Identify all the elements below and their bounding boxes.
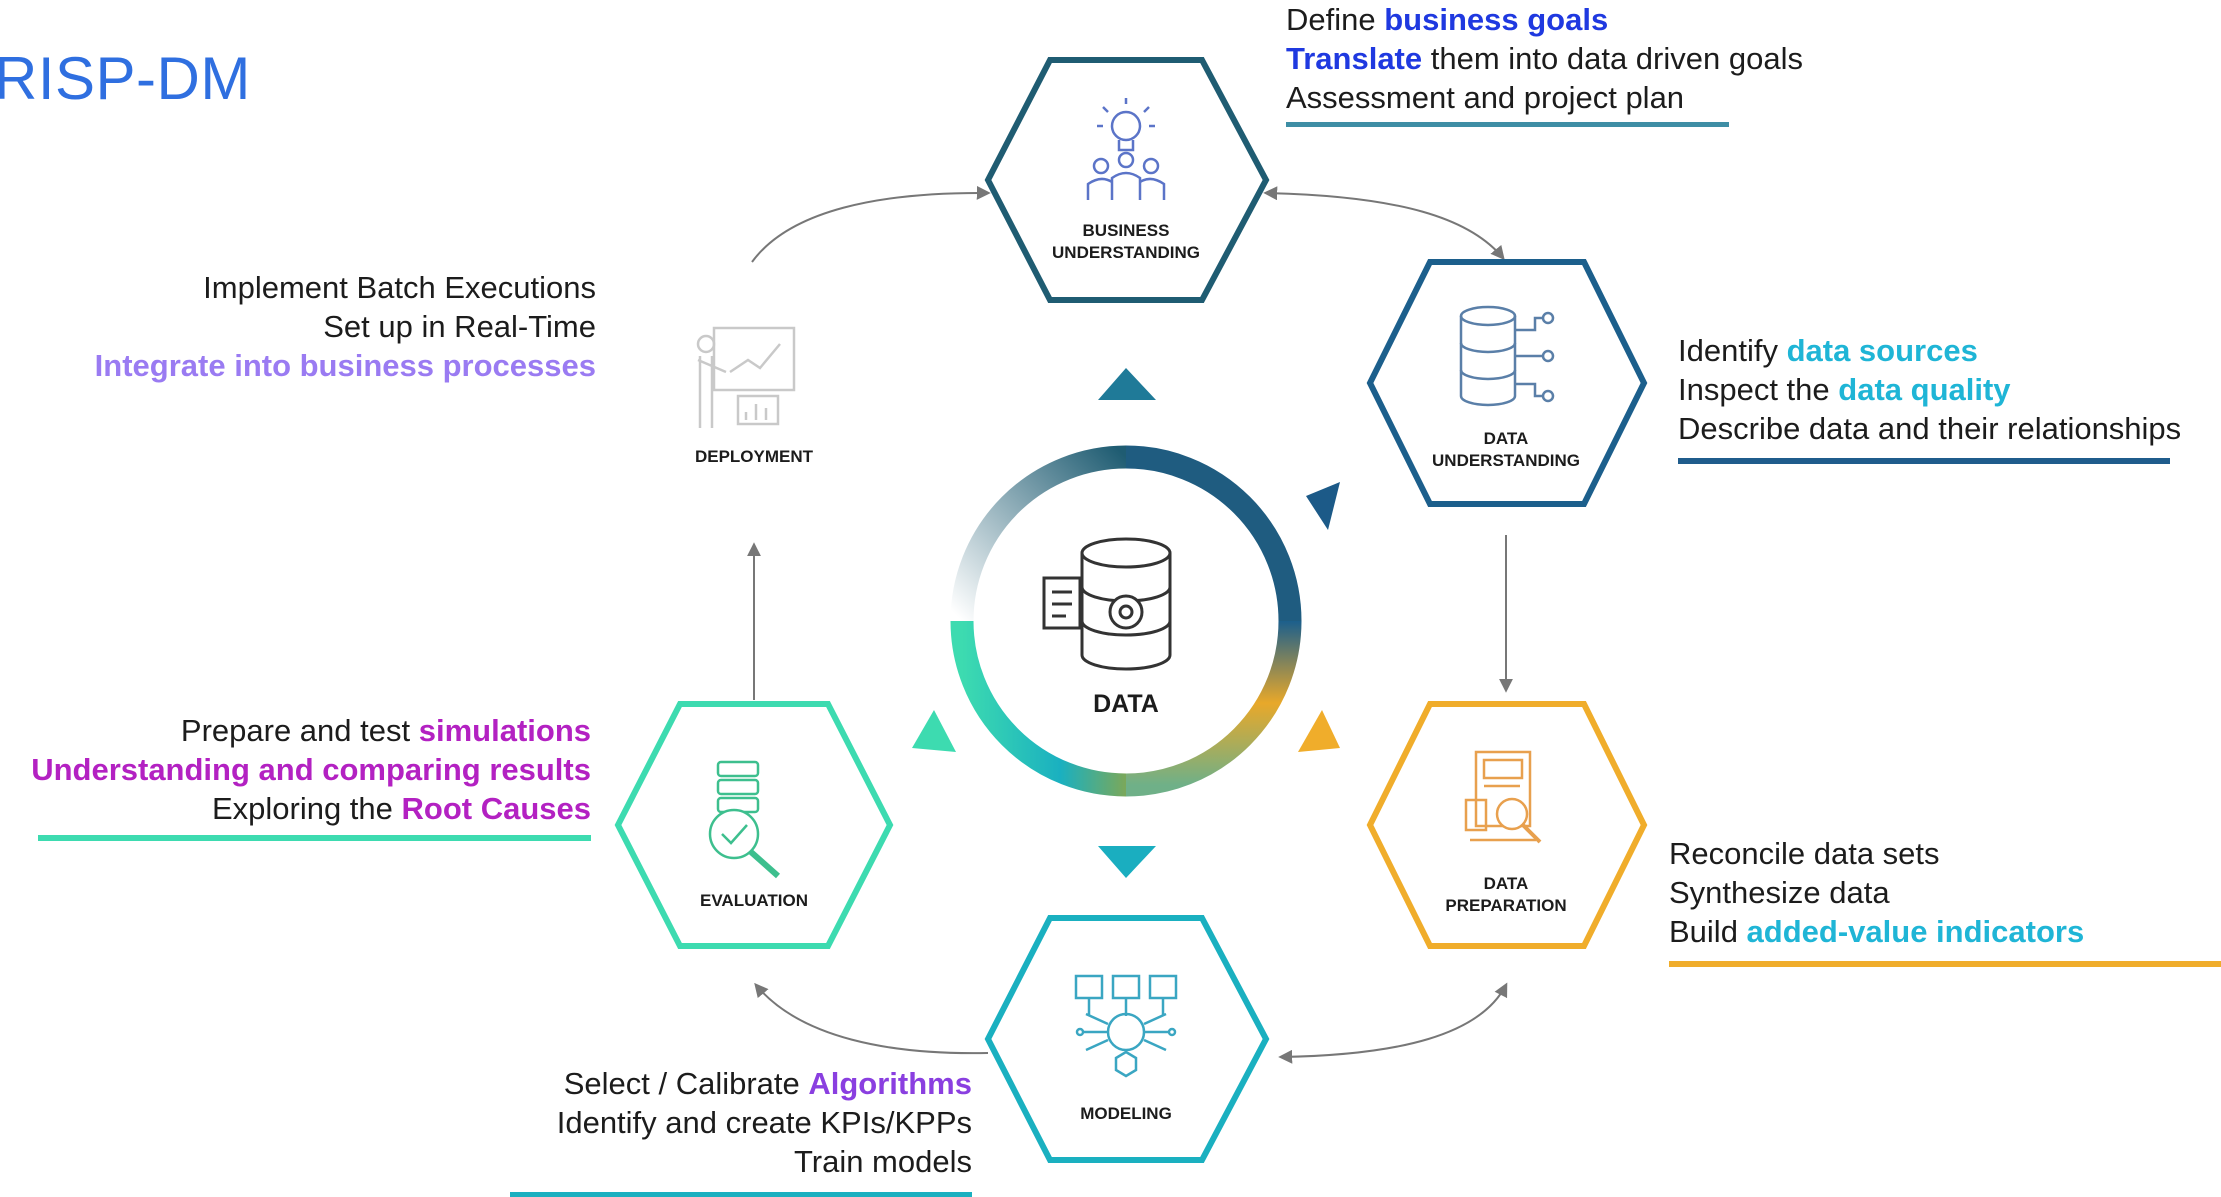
text-line: Describe data and their relationships <box>1678 411 2182 446</box>
phase-data-understanding: DATA UNDERSTANDING <box>1366 259 1648 507</box>
underline-preparation <box>1669 961 2221 967</box>
deployment-description: Implement Batch Executions Set up in Rea… <box>95 268 596 385</box>
triangle-down <box>1098 846 1156 878</box>
text-fragment: Inspect the <box>1678 372 1839 407</box>
highlight-added-value-indicators: added-value indicators <box>1746 914 2085 949</box>
database-gear-icon <box>1042 537 1172 671</box>
page-title: RISP-DM <box>0 45 251 112</box>
team-lightbulb-icon <box>1086 98 1166 200</box>
phase-business-understanding: BUSINESS UNDERSTANDING <box>984 57 1270 303</box>
modeling-description: Select / Calibrate Algorithms Identify a… <box>557 1064 972 1181</box>
underline-modeling <box>510 1192 972 1197</box>
phase-label-line1: DEPLOYMENT <box>695 447 814 466</box>
phase-label-line2: UNDERSTANDING <box>1052 243 1200 262</box>
underline-data-understanding <box>1678 458 2170 464</box>
text-fragment: Define <box>1286 2 1385 37</box>
center-label: DATA <box>1093 690 1159 718</box>
text-line: Synthesize data <box>1669 875 1890 910</box>
text-line: Train models <box>793 1144 972 1179</box>
underline-business <box>1286 122 1729 127</box>
data-understanding-description: Identify data sources Inspect the data q… <box>1678 331 2181 448</box>
text-line: Implement Batch Executions <box>203 270 596 305</box>
arrow-business-data-understanding <box>1263 186 1505 261</box>
direction-triangles <box>912 368 1340 878</box>
business-description: Define business goals Translate them int… <box>1286 0 1803 117</box>
phase-modeling: MODELING <box>984 915 1270 1163</box>
phase-deployment: DEPLOYMENT <box>695 326 814 466</box>
data-ring: DATA <box>950 445 1302 797</box>
text-fragment: Exploring the <box>211 791 402 826</box>
text-underlines <box>38 122 2221 1197</box>
text-fragment: Identify <box>1678 333 1787 368</box>
triangle-top-right <box>1306 482 1340 530</box>
phase-label-line1: MODELING <box>1080 1104 1172 1123</box>
phase-label-line2: PREPARATION <box>1445 896 1566 915</box>
triangle-bottom-right <box>1298 710 1340 752</box>
highlight-algorithms: Algorithms <box>808 1066 972 1101</box>
triangle-bottom-left <box>912 710 956 752</box>
phase-label-line1: DATA <box>1484 874 1529 893</box>
arrow-deployment-to-business <box>751 185 991 263</box>
neural-network-icon <box>1074 974 1178 1078</box>
highlight-business-goals: business goals <box>1384 2 1609 37</box>
text-fragment: them into data driven goals <box>1422 41 1803 76</box>
evaluation-description: Prepare and test simulations Understandi… <box>31 711 591 828</box>
text-fragment: Prepare and test <box>180 713 419 748</box>
triangle-up <box>1098 368 1156 400</box>
underline-evaluation <box>38 835 591 841</box>
text-fragment: Build <box>1669 914 1747 949</box>
phase-data-preparation: DATA PREPARATION <box>1366 701 1648 949</box>
highlight-understanding-comparing: Understanding and comparing results <box>31 752 591 787</box>
highlight-data-quality: data quality <box>1838 372 2011 407</box>
text-line: Reconcile data sets <box>1669 836 1940 871</box>
highlight-translate: Translate <box>1286 41 1423 76</box>
text-line: Set up in Real-Time <box>323 309 596 344</box>
arrow-modeling-to-evaluation <box>754 982 989 1055</box>
phase-label-line1: DATA <box>1484 429 1529 448</box>
text-line: Identify and create KPIs/KPPs <box>556 1105 972 1140</box>
phase-label-line1: BUSINESS <box>1083 221 1170 240</box>
text-line: Assessment and project plan <box>1286 80 1685 115</box>
presentation-chart-icon <box>696 326 796 428</box>
server-search-icon <box>708 760 780 879</box>
phase-evaluation: EVALUATION <box>614 701 894 949</box>
highlight-data-sources: data sources <box>1786 333 1978 368</box>
preparation-description: Reconcile data sets Synthesize data Buil… <box>1669 834 2084 951</box>
document-magnifier-icon <box>1464 750 1542 844</box>
phase-label-line2: UNDERSTANDING <box>1432 451 1580 470</box>
arrow-preparation-modeling <box>1278 982 1508 1064</box>
highlight-root-causes: Root Causes <box>401 791 591 826</box>
phase-label-line1: EVALUATION <box>700 891 808 910</box>
highlight-integrate: Integrate into business processes <box>94 348 596 383</box>
text-fragment: Select / Calibrate <box>563 1066 809 1101</box>
database-network-icon <box>1459 305 1555 407</box>
cycle-arrows <box>747 185 1513 1064</box>
highlight-simulations: simulations <box>418 713 591 748</box>
